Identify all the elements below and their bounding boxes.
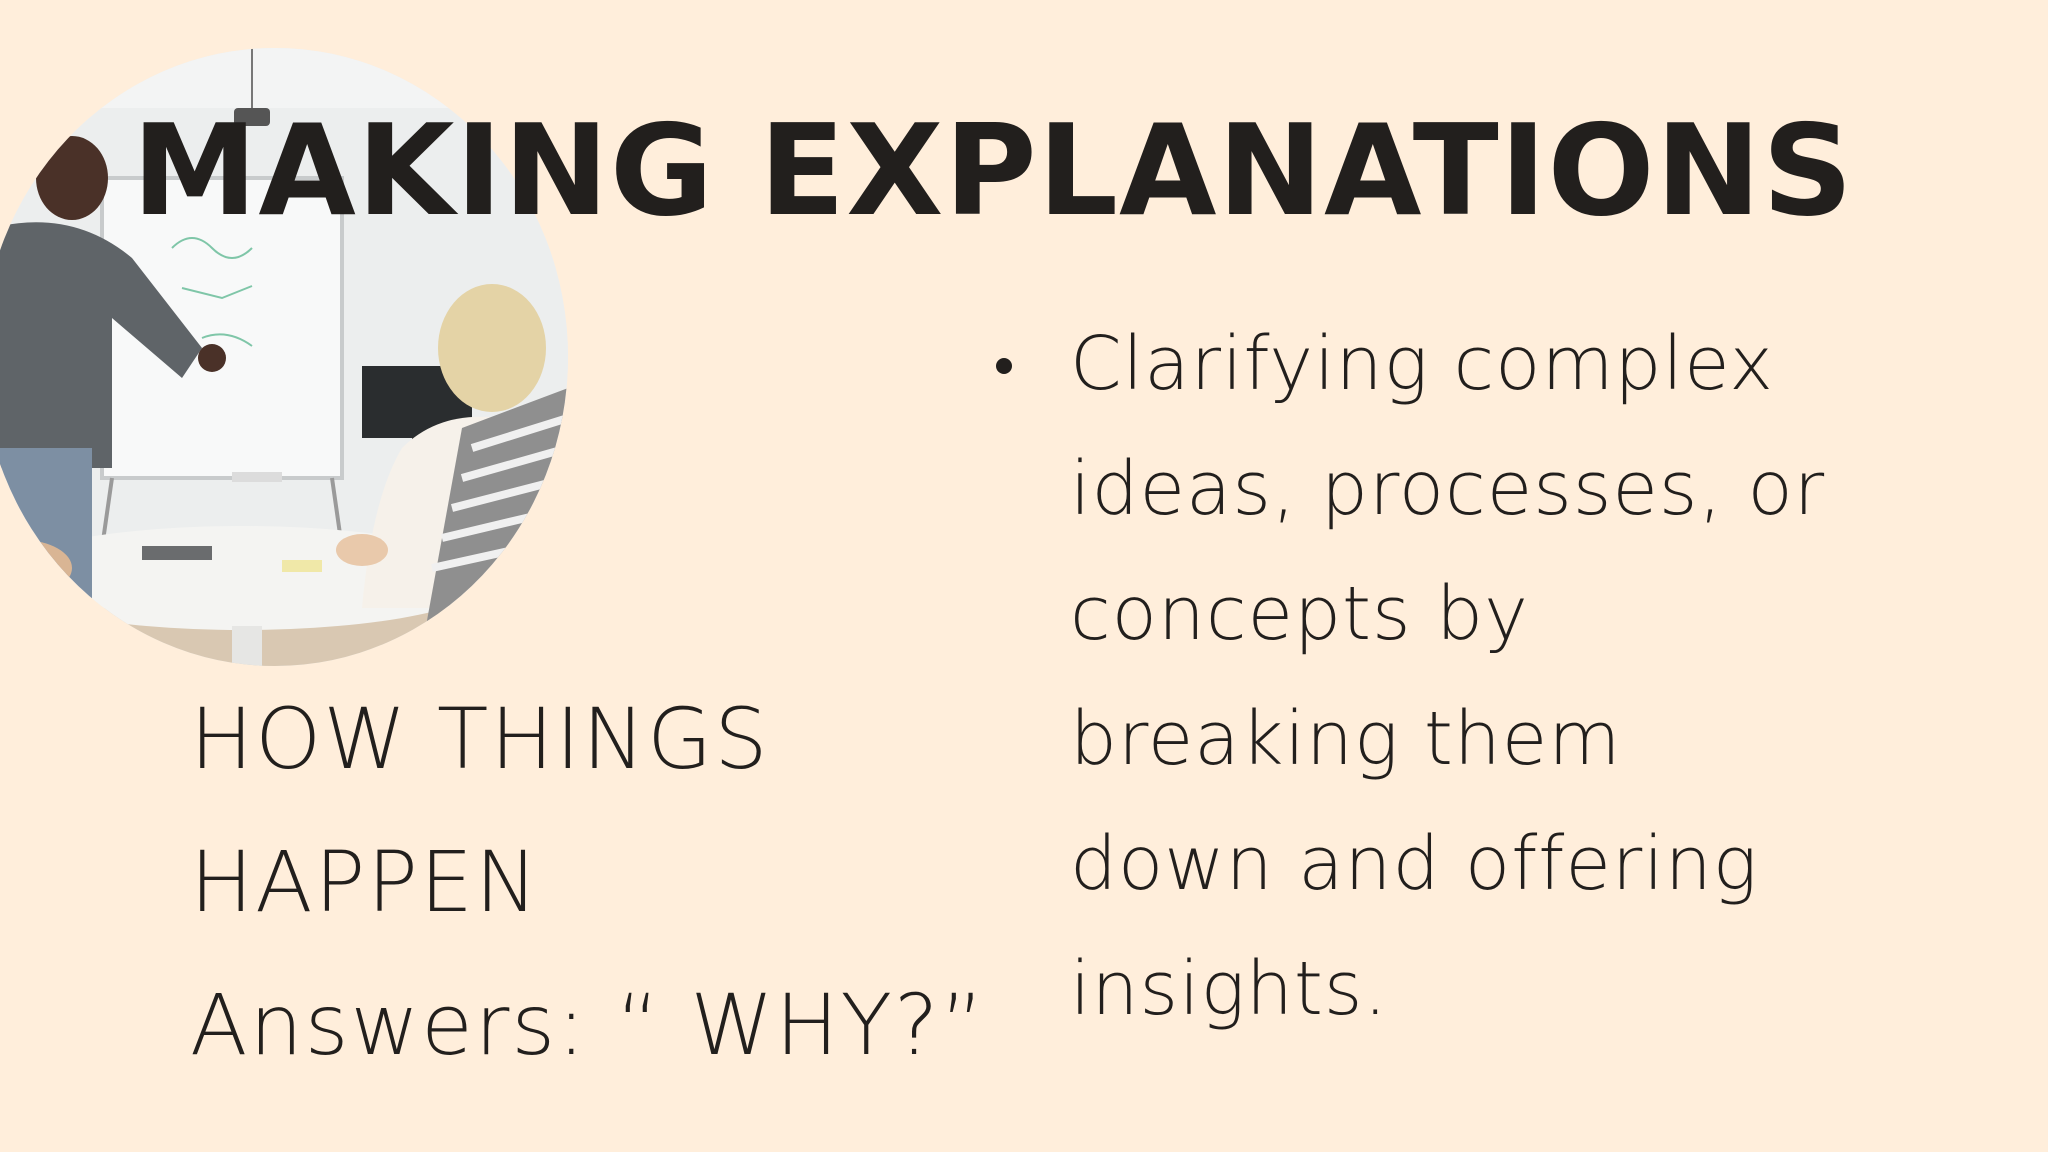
left-text-line: HOW THINGS: [190, 690, 770, 788]
left-text-line: Answers: “ WHY?”: [190, 976, 986, 1074]
bullet-line: breaking them: [1070, 696, 1622, 782]
left-text-line: HAPPEN: [190, 833, 540, 931]
bullet-line: insights.: [1070, 946, 1388, 1032]
bullet-list: Clarifying complex ideas, processes, or …: [996, 302, 2030, 1052]
presenter-at-whiteboard-image: [0, 48, 568, 666]
classroom-photo: [0, 48, 568, 666]
bullet-text: Clarifying complex ideas, processes, or …: [1070, 302, 2030, 1052]
bullet-line: Clarifying complex: [1070, 321, 1775, 407]
bullet-line: concepts by: [1070, 571, 1529, 657]
bullet-dot-icon: [996, 358, 1012, 374]
slide-title: MAKING EXPLANATIONS: [132, 97, 1854, 244]
bullet-line: ideas, processes, or: [1070, 446, 1826, 532]
left-text-block: HOW THINGS HAPPEN Answers: “ WHY?”: [190, 668, 1090, 1097]
bullet-line: down and offering: [1070, 821, 1759, 907]
bullet-item: Clarifying complex ideas, processes, or …: [996, 302, 2030, 1052]
